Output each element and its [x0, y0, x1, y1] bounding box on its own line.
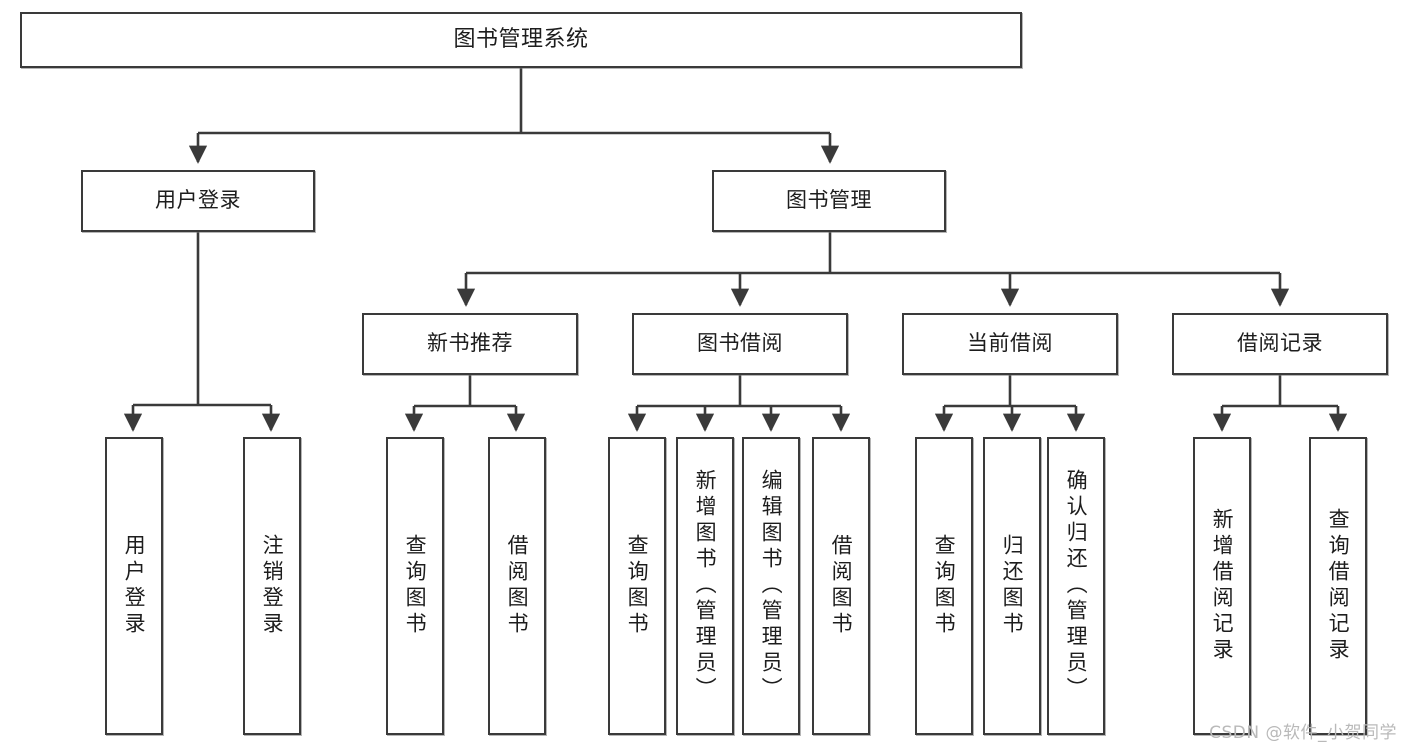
node-root-book-management-system[interactable]: 图书管理系统	[20, 12, 1022, 68]
node-borrow-record-label: 借阅记录	[1237, 331, 1323, 356]
leaf-book-borrow-add-book-admin[interactable]: 新增图书（管理员）	[676, 437, 734, 735]
leaf-borrow-record-add-record[interactable]: 新增借阅记录	[1193, 437, 1251, 735]
node-user-login[interactable]: 用户登录	[81, 170, 315, 232]
node-new-book-recommend[interactable]: 新书推荐	[362, 313, 578, 375]
node-book-management-label: 图书管理	[786, 188, 872, 213]
leaf-borrow-record-query-record[interactable]: 查询借阅记录	[1309, 437, 1367, 735]
node-current-borrow-label: 当前借阅	[967, 331, 1053, 356]
node-book-borrow-label: 图书借阅	[697, 331, 783, 356]
leaf-label: 归还图书	[1000, 534, 1025, 638]
node-root-label: 图书管理系统	[453, 26, 589, 52]
leaf-label: 新增借阅记录	[1210, 508, 1235, 664]
node-current-borrow[interactable]: 当前借阅	[902, 313, 1118, 375]
leaf-label: 借阅图书	[829, 534, 854, 638]
node-user-login-label: 用户登录	[155, 188, 241, 213]
leaf-label: 查询图书	[625, 534, 650, 638]
leaf-label: 编辑图书（管理员）	[759, 469, 784, 703]
leaf-label: 查询图书	[932, 534, 957, 638]
leaf-label: 查询借阅记录	[1326, 508, 1351, 664]
leaf-book-borrow-query-book[interactable]: 查询图书	[608, 437, 666, 735]
leaf-label: 新增图书（管理员）	[693, 469, 718, 703]
leaf-label: 确认归还（管理员）	[1064, 469, 1089, 703]
leaf-new-book-borrow-book[interactable]: 借阅图书	[488, 437, 546, 735]
leaf-label: 用户登录	[122, 534, 147, 638]
node-book-borrow[interactable]: 图书借阅	[632, 313, 848, 375]
leaf-label: 注销登录	[260, 534, 285, 638]
leaf-user-login-signout[interactable]: 注销登录	[243, 437, 301, 735]
leaf-label: 查询图书	[403, 534, 428, 638]
leaf-user-login-signin[interactable]: 用户登录	[105, 437, 163, 735]
leaf-current-borrow-confirm-return-admin[interactable]: 确认归还（管理员）	[1047, 437, 1105, 735]
node-new-book-recommend-label: 新书推荐	[427, 331, 513, 356]
leaf-book-borrow-borrow-book[interactable]: 借阅图书	[812, 437, 870, 735]
leaf-book-borrow-edit-book-admin[interactable]: 编辑图书（管理员）	[742, 437, 800, 735]
watermark: CSDN @软件_小贺同学	[1209, 723, 1397, 743]
leaf-label: 借阅图书	[505, 534, 530, 638]
leaf-new-book-query-book[interactable]: 查询图书	[386, 437, 444, 735]
leaf-current-borrow-query-book[interactable]: 查询图书	[915, 437, 973, 735]
leaf-current-borrow-return-book[interactable]: 归还图书	[983, 437, 1041, 735]
node-book-management[interactable]: 图书管理	[712, 170, 946, 232]
node-borrow-record[interactable]: 借阅记录	[1172, 313, 1388, 375]
